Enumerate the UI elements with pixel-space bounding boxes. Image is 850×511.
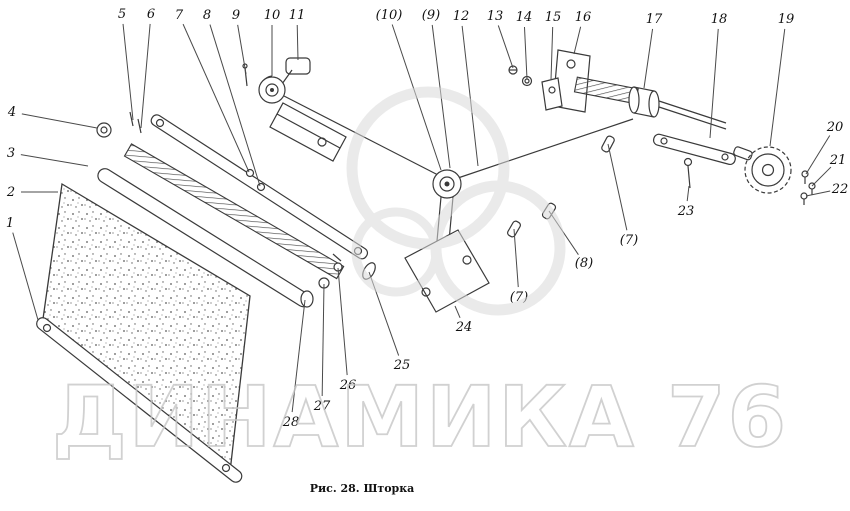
callout-label: 15: [545, 10, 562, 25]
roller-tube: [97, 168, 314, 308]
callout-label: 20: [826, 120, 844, 135]
callout-label: 16: [575, 10, 592, 25]
leader-line: [321, 283, 325, 397]
leader-line: [805, 190, 831, 197]
leader-line: [643, 28, 654, 89]
callout-label: 7: [175, 8, 184, 23]
callout-label: 13: [487, 9, 504, 24]
callout-label: 18: [711, 12, 728, 27]
leader-line: [769, 28, 786, 147]
leader-line: [122, 23, 134, 121]
callout-label: 5: [118, 7, 126, 22]
leader-line: [182, 23, 250, 173]
watermark-text: ДИНАМИКА 76: [52, 368, 788, 466]
callout-label: 2: [6, 185, 15, 200]
leader-line: [237, 24, 247, 75]
axle: [658, 100, 727, 130]
leader-line: [21, 113, 98, 129]
callout-label: 24: [455, 320, 473, 335]
roller-end-caps: [318, 253, 343, 289]
callout-label: 22: [831, 182, 849, 197]
leader-line: [709, 28, 719, 139]
knob: [733, 146, 792, 194]
leader-line: [805, 135, 831, 175]
strap-plate: [652, 133, 736, 166]
callout-label: 9: [232, 8, 240, 23]
callout-label: 19: [778, 12, 795, 27]
leader-line: [140, 23, 151, 129]
leader-line: [573, 26, 582, 55]
drum: [628, 86, 660, 118]
leader-line: [550, 26, 554, 81]
callout-label: 26: [339, 378, 357, 393]
small-screws: [683, 157, 816, 205]
callout-label: 3: [7, 146, 15, 161]
leader-line: [523, 26, 528, 80]
leader-line: [513, 228, 519, 288]
callout-label: (8): [575, 256, 593, 271]
figure-caption: Рис. 28. Шторка: [310, 482, 415, 495]
callout-label: 27: [313, 399, 331, 414]
callout-label: 6: [147, 7, 155, 22]
return-spring: [123, 143, 345, 280]
callout-label: (7): [620, 233, 638, 248]
leader-line: [607, 143, 628, 231]
callout-label: 25: [393, 358, 411, 373]
callout-label: 23: [677, 204, 695, 219]
callout-label: 11: [289, 8, 306, 23]
leader-line: [686, 185, 690, 202]
leader-line: [811, 166, 832, 187]
watermark-swirl: [346, 86, 566, 316]
leader-line: [497, 25, 514, 69]
left-end-fasteners: [96, 111, 142, 138]
callout-label: 10: [264, 8, 281, 23]
callout-label: 8: [203, 8, 211, 23]
callout-label: 12: [453, 9, 470, 24]
leader-line: [296, 24, 299, 61]
center-pulley-assembly: [404, 169, 490, 313]
leader-line: [461, 25, 479, 167]
callout-label: 28: [282, 415, 300, 430]
callout-label: 17: [646, 12, 663, 27]
leader-line: [337, 267, 348, 376]
callout-label: (10): [376, 8, 403, 23]
leader-line: [20, 154, 89, 167]
leader-line: [209, 24, 261, 187]
callout-label: 4: [7, 105, 16, 120]
upper-pulley-assembly: [258, 57, 347, 162]
leader-line: [454, 305, 461, 319]
right-bracket-assembly: [508, 49, 591, 113]
callout-label: 21: [829, 153, 847, 168]
watermark: ДИНАМИКА 76: [51, 86, 788, 467]
leader-line: [291, 299, 306, 413]
leader-line: [12, 232, 39, 321]
callout-label: (9): [422, 8, 440, 23]
callout-label: 1: [6, 216, 14, 231]
callout-label: 14: [516, 10, 533, 25]
